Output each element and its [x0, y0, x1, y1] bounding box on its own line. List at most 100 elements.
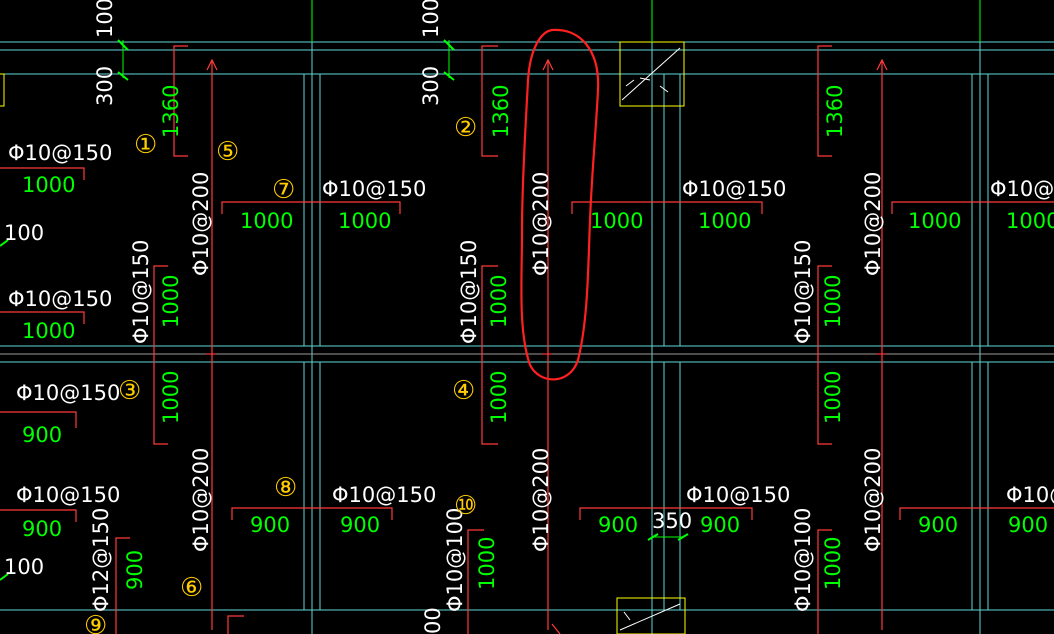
rebar-spec-label: Φ10@200 — [861, 448, 885, 552]
rebar-lines — [0, 45, 1054, 634]
rebar-spec-label: Φ10@100 — [443, 508, 467, 612]
rebar-spec-label: Φ10@150 — [8, 141, 112, 165]
rebar-line — [817, 265, 832, 445]
rebar-line — [153, 265, 168, 445]
rebar-spec-label: Φ10@150 — [8, 287, 112, 311]
dimension-label: 1360 — [159, 85, 183, 138]
dimension-label: 900 — [250, 513, 290, 537]
rebar-line — [0, 167, 85, 180]
dimension-label: 900 — [22, 517, 62, 541]
rebar-spec-label: Φ10@200 — [189, 448, 213, 552]
dimension-label: 1360 — [823, 85, 847, 138]
dimension-label: 1000 — [698, 209, 751, 233]
dimension-label: 100 — [419, 0, 443, 38]
rebar-line — [817, 45, 832, 157]
rebar-hook — [876, 58, 888, 71]
dimension-label: 900 — [918, 513, 958, 537]
column — [0, 73, 5, 107]
rebar-line — [579, 507, 753, 520]
rebar-line — [899, 507, 1054, 520]
marker: ② — [454, 113, 477, 143]
dimension-tick — [0, 573, 9, 581]
marker: ④ — [452, 376, 475, 406]
dimension-label: 1000 — [821, 537, 845, 590]
revision-cloud — [520, 28, 600, 381]
rebar-hook — [542, 58, 554, 71]
rebar-line — [231, 507, 393, 520]
marker: ① — [134, 130, 157, 160]
rebar-spec-label: Φ10@1 — [1006, 483, 1054, 507]
dimension-label: 1000 — [1006, 209, 1054, 233]
dimension-label: 300 — [419, 66, 443, 106]
rebar-spec-label: Φ10@200 — [861, 172, 885, 276]
column-hatch — [619, 47, 681, 631]
dimension-tick — [0, 239, 9, 247]
rebar-spec-label: Φ10@150 — [16, 483, 120, 507]
dimension-label: 900 — [1008, 513, 1048, 537]
dimension-ticks — [0, 39, 689, 581]
rebar-spec-label: Φ10@200 — [529, 172, 553, 276]
rebar-line — [221, 201, 401, 214]
rebar-spec-label: Φ10@200 — [189, 172, 213, 276]
plain-labels: Φ10@150 1000 Φ10@150 1000 1000 1000 Φ10@… — [4, 141, 1054, 579]
dimension-label: 1000 — [487, 275, 511, 328]
rebar-spec-label: Φ10@200 — [529, 448, 553, 552]
dimension-label: 350 — [652, 509, 692, 533]
dimension-label: 300 — [93, 66, 117, 106]
rebar-line — [0, 311, 85, 324]
dimension-label: 1000 — [159, 275, 183, 328]
rebar-line — [481, 45, 498, 157]
rebar-line — [173, 45, 188, 157]
rebar-line — [817, 529, 832, 634]
rebar-spec-label: Φ10@150 — [322, 177, 426, 201]
dimension-label: 100 — [4, 221, 44, 245]
rebar-spec-label: Φ10@150 — [791, 240, 815, 344]
green-verticals — [311, 0, 981, 42]
marker: ⑧ — [274, 473, 297, 503]
rebar-spec-label: Φ10@100 — [791, 508, 815, 612]
dimension-label: 900 — [340, 513, 380, 537]
marker: ⑥ — [180, 573, 203, 603]
vertical-labels: 100 300 100 300 1360 1360 1360 Φ10@200 Φ… — [89, 0, 885, 634]
rebar-spec-label: Φ10@150 — [332, 483, 436, 507]
dimension-label: 900 — [22, 423, 62, 447]
dimension-label: 1000 — [159, 371, 183, 424]
dimension-label: 1000 — [240, 209, 293, 233]
rebar-line — [227, 615, 244, 634]
dimension-label: 1000 — [590, 209, 643, 233]
dimension-label: 1000 — [908, 209, 961, 233]
dimension-label: 1000 — [487, 371, 511, 424]
rebar-line — [0, 411, 77, 428]
dimension-label: 100 — [4, 555, 44, 579]
dimension-label: 1360 — [489, 85, 513, 138]
marker: ③ — [118, 376, 141, 406]
dimension-label: 900 — [700, 513, 740, 537]
rebar-line — [115, 537, 130, 634]
hatch-line — [659, 85, 669, 93]
rebar-spec-label: Φ10@15 — [990, 177, 1054, 201]
dimension-label: 900 — [123, 550, 147, 590]
rebar-markers: ① ② ③ ④ ⑤ ⑥ ⑦ ⑧ ⑨ ⑩ — [84, 113, 477, 634]
rebar-hook — [206, 58, 218, 71]
dimension-label: 00 — [421, 607, 445, 634]
rebar-line — [551, 623, 561, 634]
rebar-line — [0, 509, 77, 522]
rebar-spec-label: Φ10@150 — [129, 240, 153, 344]
rebar-spec-label: Φ10@150 — [682, 177, 786, 201]
rebar-line — [467, 529, 484, 634]
hatch-line — [619, 603, 681, 631]
hatch-line — [623, 611, 631, 621]
rebar-line — [891, 201, 1054, 214]
marker: ⑦ — [272, 175, 295, 205]
dimension-label: 1000 — [475, 537, 499, 590]
hatch-line — [625, 79, 635, 87]
marker: ⑤ — [216, 137, 239, 167]
marker: ⑩ — [454, 491, 477, 521]
dimension-label: 1000 — [821, 275, 845, 328]
dimension-label: 1000 — [22, 319, 75, 343]
dimension-label: 1000 — [22, 173, 75, 197]
hatch-line — [621, 47, 681, 101]
marker: ⑨ — [84, 611, 107, 634]
